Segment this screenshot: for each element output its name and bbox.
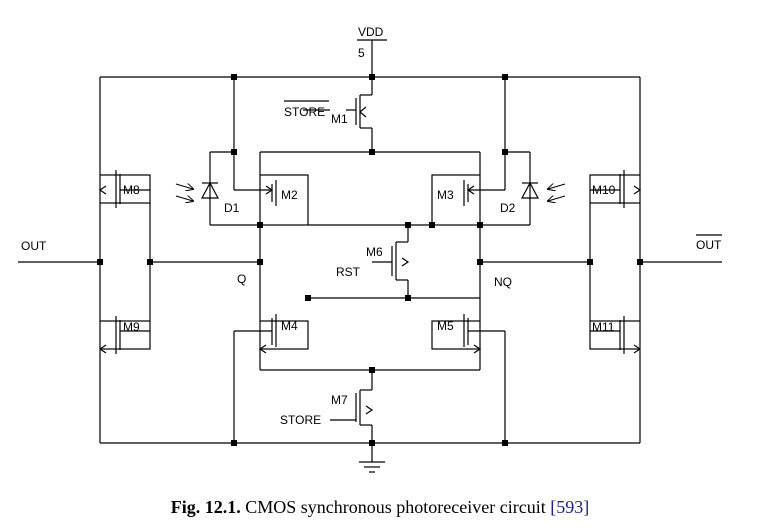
- m1-label: M1: [331, 112, 348, 126]
- m8-label: M8: [123, 183, 140, 197]
- d2-label: D2: [500, 201, 516, 215]
- photodiode-d2: [480, 77, 566, 226]
- junction-dots: [97, 74, 643, 446]
- transistor-m5: [431, 314, 505, 354]
- q-node: [150, 225, 261, 321]
- m7-store-label: STORE: [280, 413, 321, 427]
- m5-label: M5: [437, 319, 454, 333]
- transistor-m6: [372, 225, 410, 298]
- transistor-m8: [98, 170, 151, 208]
- photodiode-d1: [175, 77, 260, 226]
- m9-label: M9: [123, 320, 140, 334]
- transistor-m4: [234, 314, 309, 354]
- out-bar-label: OUT: [696, 238, 722, 252]
- m6-label: M6: [366, 245, 383, 259]
- ground-icon: [359, 461, 385, 473]
- q-label: Q: [237, 272, 246, 286]
- nq-label: NQ: [494, 275, 512, 289]
- d1-label: D1: [224, 201, 240, 215]
- rst-label: RST: [336, 265, 361, 279]
- m4-label: M4: [281, 319, 298, 333]
- nq-node: [479, 225, 590, 321]
- transistor-m9: [98, 316, 151, 354]
- transistor-m3: [431, 174, 505, 226]
- vdd-value: 5: [358, 46, 365, 60]
- m2-label: M2: [281, 188, 298, 202]
- caption-reference[interactable]: [593]: [550, 497, 590, 517]
- m7-label: M7: [331, 393, 348, 407]
- photoreceiver-schematic: VDD 5 STORE M1 M2 M3: [18, 25, 722, 473]
- figure-caption: Fig. 12.1. CMOS synchronous photoreceive…: [0, 497, 760, 518]
- caption-text: CMOS synchronous photoreceiver circuit: [245, 497, 546, 517]
- transistor-m2: [234, 174, 309, 226]
- m3-label: M3: [437, 188, 454, 202]
- transistor-m10: [589, 170, 642, 208]
- m1-store-bar-label: STORE: [284, 105, 325, 119]
- caption-fig-number: Fig. 12.1.: [170, 497, 241, 517]
- out-label: OUT: [21, 239, 47, 253]
- vdd-label: VDD: [358, 25, 384, 39]
- m10-label: M10: [592, 183, 616, 197]
- transistor-m11: [589, 316, 642, 354]
- m11-label: M11: [592, 320, 615, 334]
